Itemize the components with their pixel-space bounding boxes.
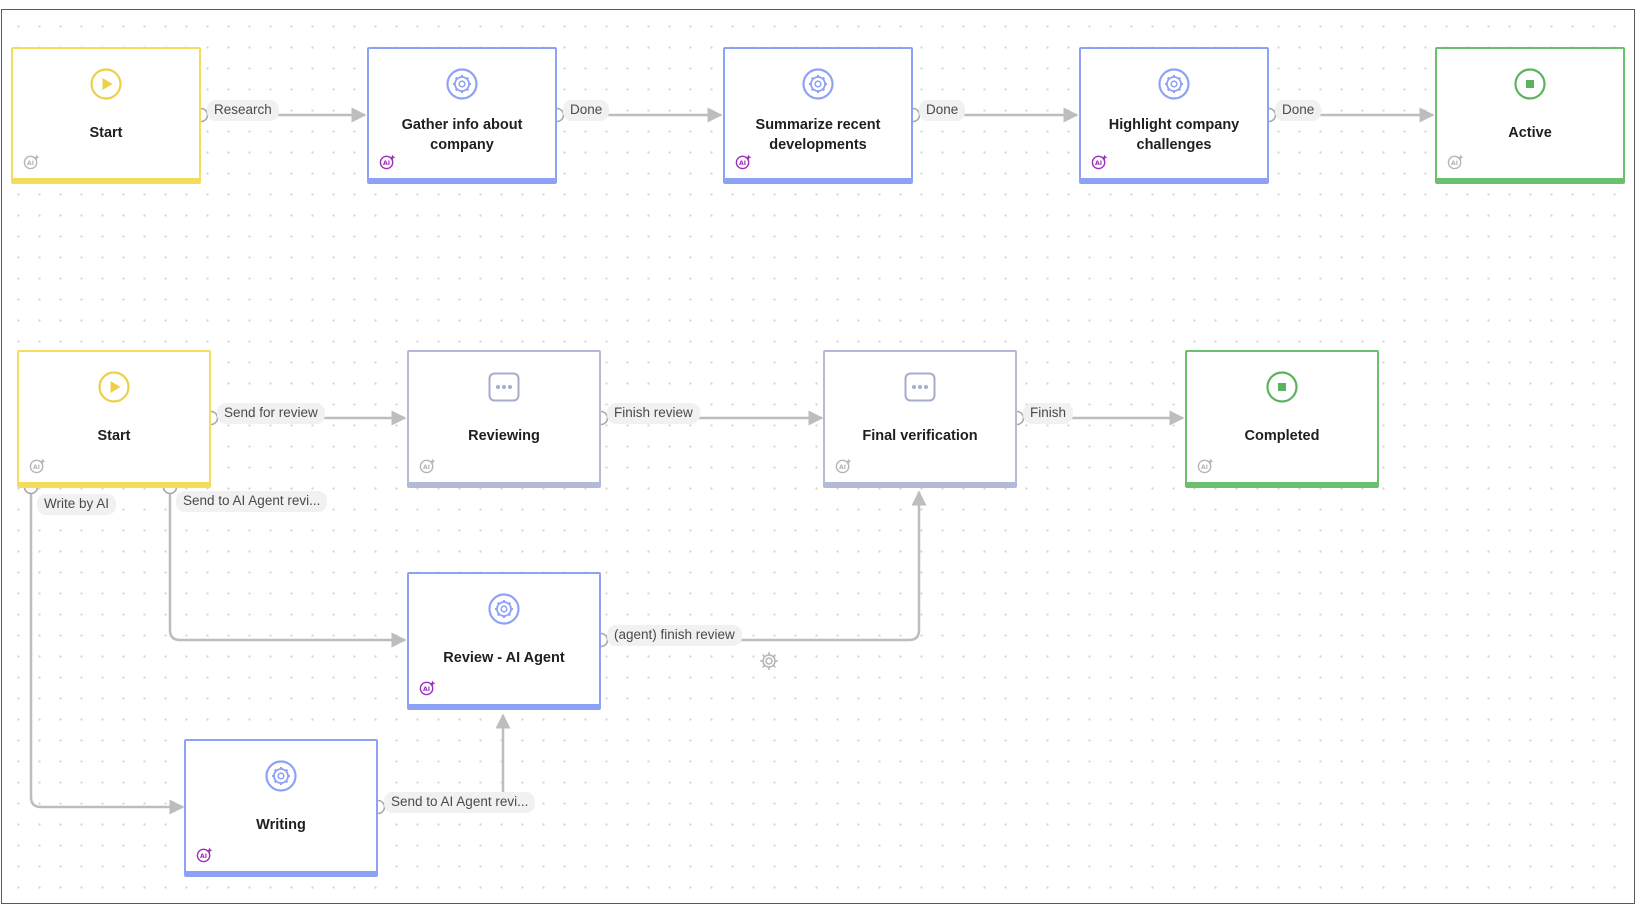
play-icon <box>98 371 130 403</box>
svg-text:AI: AI <box>33 464 40 471</box>
svg-text:AI: AI <box>27 160 34 167</box>
edge-label-send-to-agent: Send to AI Agent revi... <box>384 792 536 813</box>
node-active[interactable]: Active AI <box>1435 47 1625 184</box>
edge-label-finish: Finish <box>1023 403 1074 424</box>
gear-icon <box>488 593 520 625</box>
ai-badge-icon: AI <box>735 154 752 170</box>
edge-label-send-for-review: Send for review <box>217 403 325 424</box>
ai-badge-icon: AI <box>29 458 46 474</box>
node-start-2[interactable]: Start AI <box>17 350 211 488</box>
ai-badge-icon: AI <box>1091 154 1108 170</box>
edge-label-done: Done <box>1275 100 1322 121</box>
gear-icon <box>802 68 834 100</box>
node-start-1[interactable]: Start AI <box>11 47 201 184</box>
stop-icon <box>1266 371 1298 403</box>
dots-icon <box>488 372 520 402</box>
node-title: Reviewing <box>468 428 540 444</box>
gear-icon <box>265 760 297 792</box>
svg-text:AI: AI <box>1095 160 1102 167</box>
node-final-verification[interactable]: Final verification AI <box>823 350 1017 488</box>
ai-badge-icon: AI <box>419 458 436 474</box>
node-completed[interactable]: Completed AI <box>1185 350 1379 488</box>
node-reviewing[interactable]: Reviewing AI <box>407 350 601 488</box>
svg-text:AI: AI <box>423 464 430 471</box>
svg-text:AI: AI <box>1451 160 1458 167</box>
edge-label-send-to-agent: Send to AI Agent revi... <box>176 491 328 512</box>
edge-label-research: Research <box>207 100 279 121</box>
svg-text:AI: AI <box>200 853 207 860</box>
node-title: Start <box>89 125 123 141</box>
ai-badge-icon: AI <box>1197 458 1214 474</box>
node-title: Active <box>1508 125 1552 141</box>
node-title: Final verification <box>862 428 978 444</box>
ai-badge-icon: AI <box>1447 154 1464 170</box>
gear-icon <box>1158 68 1190 100</box>
svg-text:AI: AI <box>383 160 390 167</box>
node-title: Writing <box>256 817 306 833</box>
node-title: Start <box>97 428 131 444</box>
node-title: Completed <box>1244 428 1320 444</box>
stop-icon <box>1514 68 1546 100</box>
svg-text:AI: AI <box>1201 464 1208 471</box>
edge-label-finish-review: Finish review <box>607 403 700 424</box>
edge-label-done: Done <box>919 100 966 121</box>
ai-badge-icon: AI <box>379 154 396 170</box>
ai-badge-icon: AI <box>835 458 852 474</box>
dots-icon <box>904 372 936 402</box>
node-review-ai-agent[interactable]: Review - AI Agent AI <box>407 572 601 710</box>
svg-text:AI: AI <box>739 160 746 167</box>
node-title: Review - AI Agent <box>443 650 565 666</box>
edge-label-agent-finish-review: (agent) finish review <box>607 625 742 646</box>
ai-badge-icon: AI <box>23 154 40 170</box>
play-icon <box>90 68 122 100</box>
node-writing[interactable]: Writing AI <box>184 739 378 877</box>
ai-badge-icon: AI <box>419 680 436 696</box>
svg-text:AI: AI <box>839 464 846 471</box>
gear-icon <box>446 68 478 100</box>
svg-text:AI: AI <box>423 686 430 693</box>
ai-badge-icon: AI <box>196 847 213 863</box>
edge-label-done: Done <box>563 100 610 121</box>
edge-label-write-by-ai: Write by AI <box>37 494 117 515</box>
